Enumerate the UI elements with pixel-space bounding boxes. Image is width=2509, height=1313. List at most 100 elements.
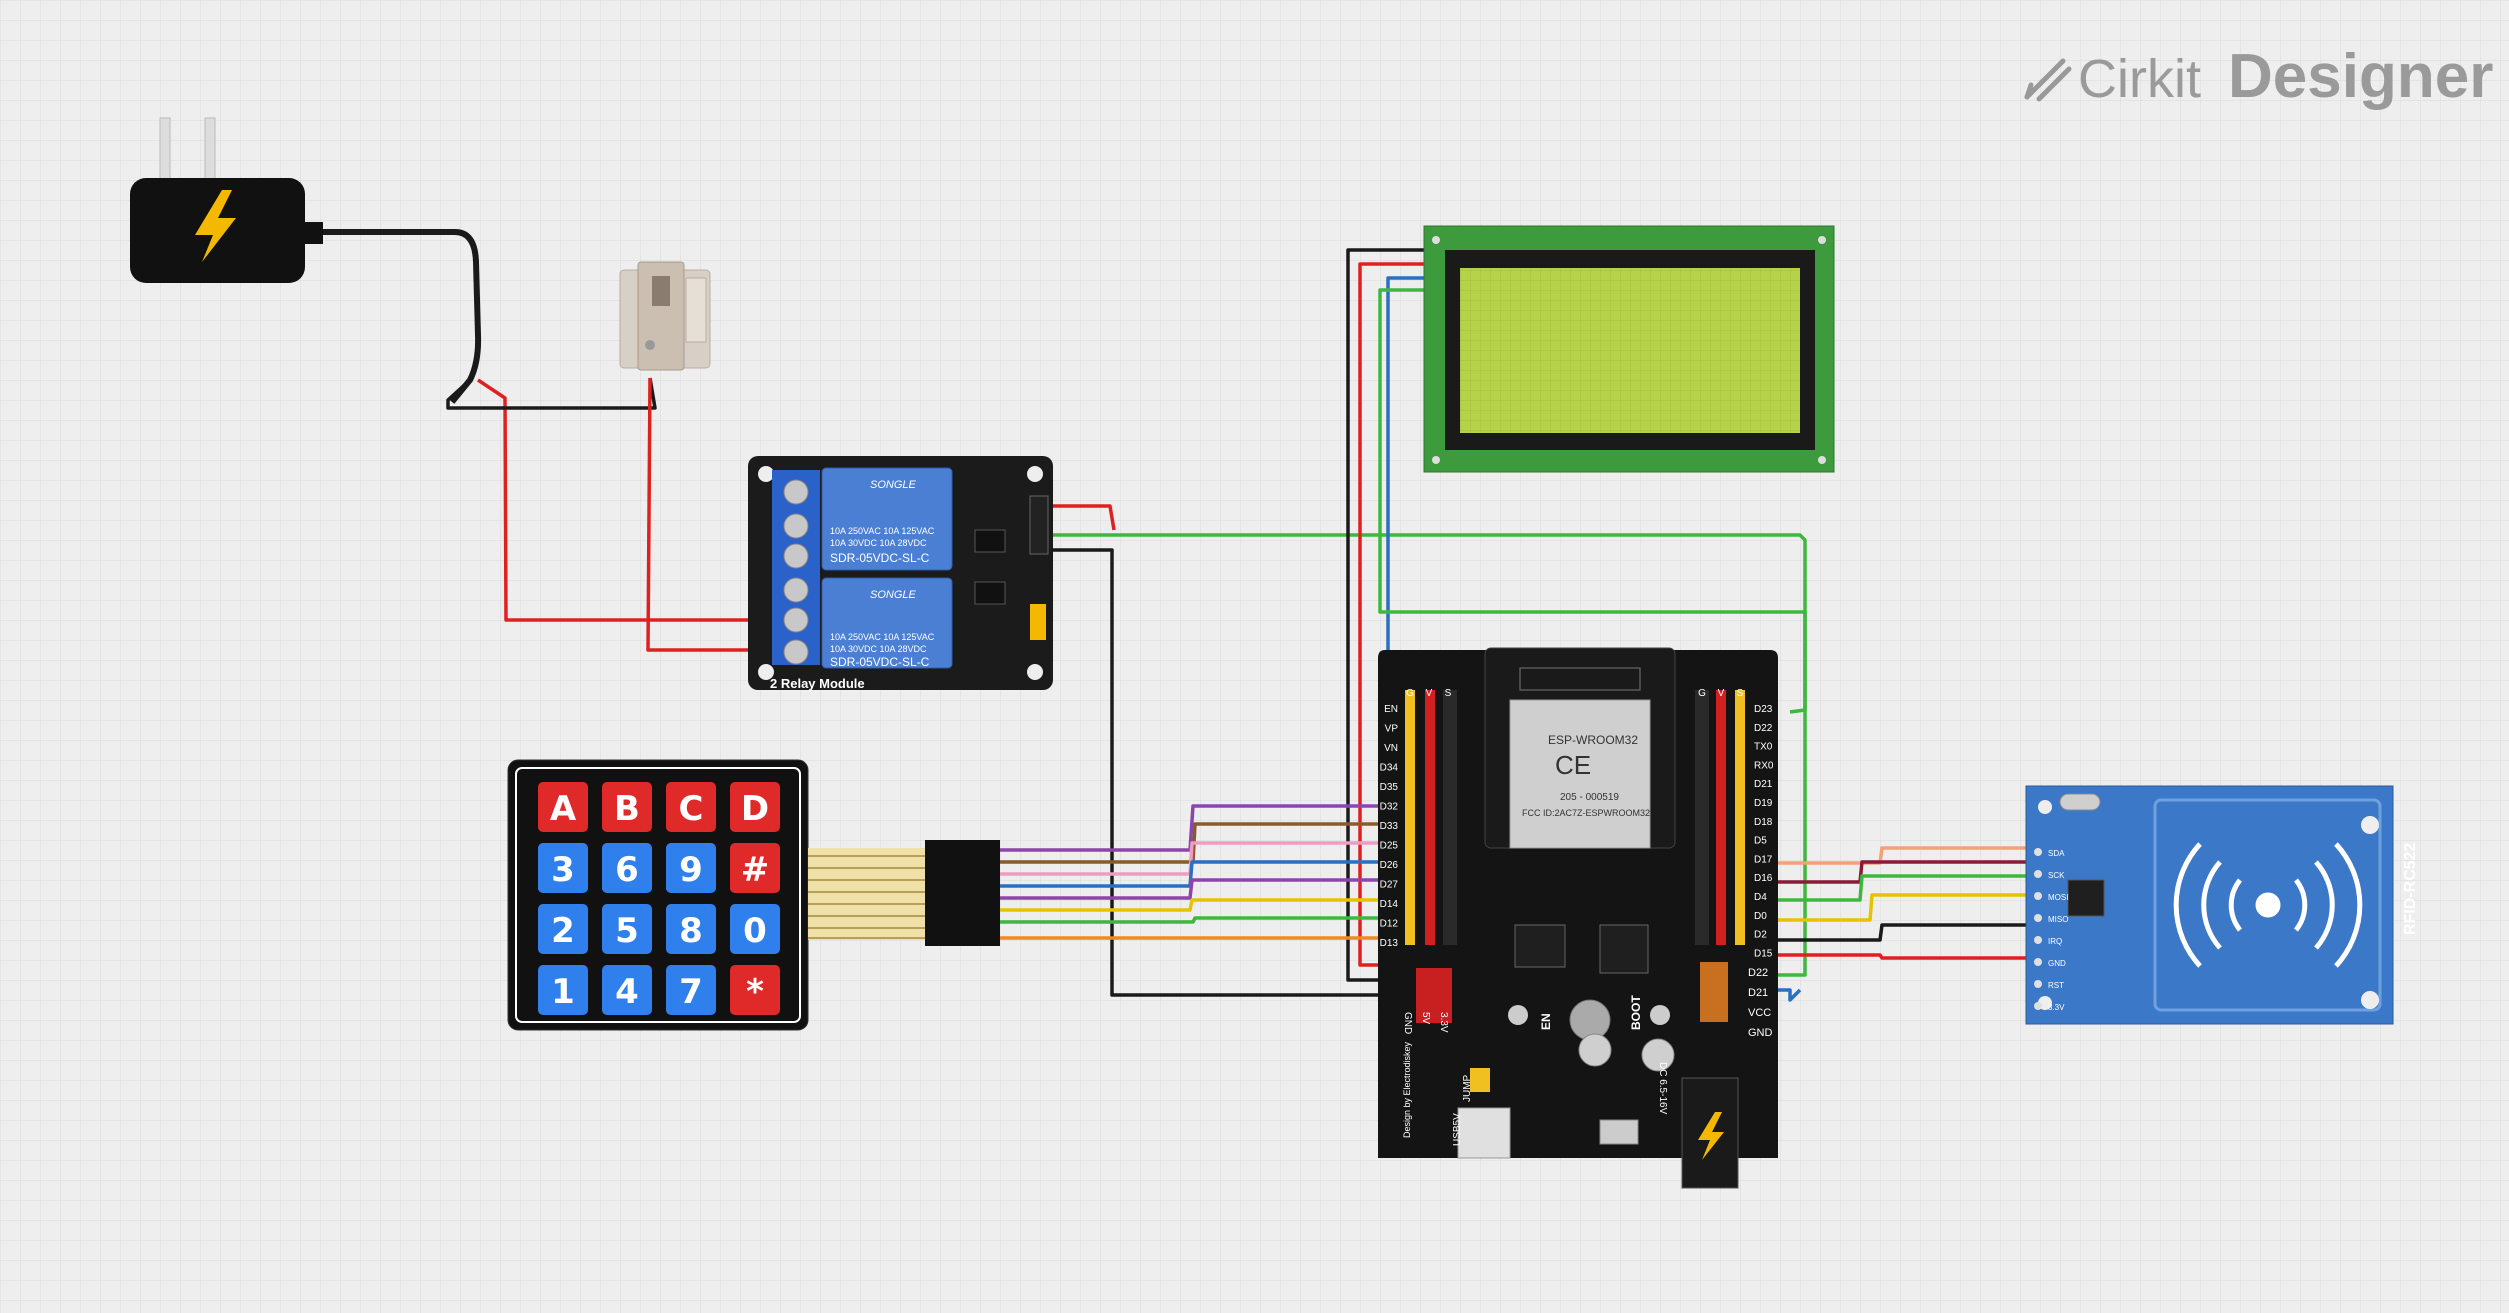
relay-header <box>1029 495 1049 555</box>
esp32-pin-label: D0 <box>1754 911 1767 922</box>
wire-keypad-3-pink[interactable] <box>1000 841 1390 876</box>
rfid-pin[interactable] <box>2034 958 2042 966</box>
keypad-key-label: 9 <box>679 850 703 890</box>
adapter-tail <box>303 222 323 244</box>
keypad-key[interactable] <box>602 843 652 893</box>
esp32-pin-label: D17 <box>1754 854 1773 865</box>
rfid-mount-hole <box>2361 816 2379 834</box>
keypad-key[interactable] <box>538 843 588 893</box>
keypad-key[interactable] <box>730 782 780 832</box>
esp32-antenna <box>1519 667 1641 691</box>
relay-chip <box>974 529 1006 553</box>
esp32-en-button[interactable] <box>1508 1005 1528 1025</box>
wire-rfid-1-salmon[interactable] <box>1745 846 2030 865</box>
esp32-header-label: S <box>1737 688 1744 699</box>
wire-rfid-6-red[interactable] <box>1745 953 2030 960</box>
rfid-pin[interactable] <box>2034 936 2042 944</box>
wire-keypad-5-purple[interactable] <box>1000 878 1390 900</box>
keypad-key-label: # <box>741 850 770 890</box>
rfid-pin[interactable] <box>2034 914 2042 922</box>
relay-2-brand: SONGLE <box>870 589 917 601</box>
esp32-header-label: G <box>1406 688 1414 699</box>
rfid-pin[interactable] <box>2034 980 2042 988</box>
esp32-micro-usb[interactable] <box>1599 1119 1639 1145</box>
esp32-ce-mark: CE <box>1555 750 1591 780</box>
rfid-pin[interactable] <box>2034 848 2042 856</box>
lock-screw-icon <box>645 340 655 350</box>
keypad-key[interactable] <box>666 843 716 893</box>
keypad-key-label: B <box>614 789 640 829</box>
wire-keypad-7-green[interactable] <box>1000 916 1390 924</box>
rfid-pin[interactable] <box>2034 892 2042 900</box>
wire-relay-gnd-black[interactable] <box>1048 548 1410 997</box>
keypad-key[interactable] <box>666 965 716 1015</box>
esp32-chip-main <box>1599 924 1649 974</box>
wire-adapter-red[interactable] <box>477 378 770 622</box>
keypad-key[interactable] <box>730 843 780 893</box>
power-adapter[interactable] <box>130 117 323 283</box>
keypad-key[interactable] <box>538 904 588 954</box>
relay-1-rating-2: 10A 30VDC 10A 28VDC <box>830 538 927 548</box>
relay-module[interactable]: SONGLE 10A 250VAC 10A 125VAC 10A 30VDC 1… <box>748 456 1053 691</box>
header-left-yellow <box>1405 690 1415 945</box>
rfid-pin[interactable] <box>2034 870 2042 878</box>
wire-relay-in-green[interactable] <box>1048 533 1807 714</box>
keypad-frame <box>515 767 801 1023</box>
wire-rfid-3-green[interactable] <box>1745 874 2030 902</box>
relay-mount-hole <box>758 466 774 482</box>
keypad-key[interactable] <box>666 904 716 954</box>
wire-keypad-6-yellow[interactable] <box>1000 898 1390 912</box>
solenoid-lock[interactable] <box>619 261 711 371</box>
esp32-boot-button[interactable] <box>1650 1005 1670 1025</box>
keypad-key[interactable] <box>730 904 780 954</box>
wire-keypad-1-purple[interactable] <box>1000 804 1390 852</box>
esp32-fcc: FCC ID:2AC7Z-ESPWROOM32 <box>1522 808 1650 818</box>
esp32-usb-port[interactable] <box>1457 1107 1511 1159</box>
wire-lcd-scl-green[interactable] <box>1378 288 1807 977</box>
rfid-pin[interactable] <box>2034 1002 2042 1010</box>
rfid-pin-label: IRQ <box>2048 937 2062 946</box>
keypad-key-label: 5 <box>615 911 639 951</box>
esp32-power-label: 3.3V <box>1438 1012 1449 1033</box>
keypad-key-label: 8 <box>679 911 703 951</box>
esp32-pin-label: D18 <box>1754 817 1773 828</box>
keypad-key[interactable] <box>538 965 588 1015</box>
keypad-key-label: 3 <box>551 850 575 890</box>
wire-rfid-4-yellow[interactable] <box>1745 893 2030 922</box>
esp32-reset-knob[interactable] <box>1569 999 1611 1041</box>
wire-rfid-2-maroon[interactable] <box>1745 860 2030 884</box>
adapter-cable[interactable] <box>318 229 482 404</box>
wire-relay-vcc-red[interactable] <box>1048 504 1116 531</box>
esp32-pin-label: D4 <box>1754 892 1767 903</box>
pencil-logo-icon <box>2024 58 2072 102</box>
lcd-display[interactable] <box>1423 225 1835 473</box>
brand-word-designer: Designer <box>2228 42 2493 111</box>
keypad-key[interactable] <box>602 904 652 954</box>
keypad-key[interactable] <box>602 965 652 1015</box>
wire-keypad-4-blue[interactable] <box>1000 860 1390 888</box>
rfid-chip <box>2067 879 2105 917</box>
wire-rfid-5-black[interactable] <box>1745 923 2030 942</box>
keypad-key[interactable] <box>666 782 716 832</box>
relay-2-rating-1: 10A 250VAC 10A 125VAC <box>830 632 935 642</box>
esp32-pin-label: D14 <box>1380 899 1399 910</box>
esp32-board[interactable]: ESP-WROOM32 CE 205 - 000519 FCC ID:2AC7Z… <box>1378 647 1778 1189</box>
esp32-dc-label: DC 6.5-16V <box>1657 1062 1668 1115</box>
wire-adapter-black[interactable] <box>446 377 657 410</box>
esp32-cert: 205 - 000519 <box>1560 792 1619 803</box>
esp32-pin-label: D2 <box>1754 930 1767 941</box>
relay-2-model: SDR-05VDC-SL-C <box>830 655 930 669</box>
keypad-key[interactable] <box>730 965 780 1015</box>
keypad-key[interactable] <box>538 782 588 832</box>
esp32-power-label: GND <box>1402 1012 1413 1034</box>
keypad-key[interactable] <box>602 782 652 832</box>
esp32-i2c-label: VCC <box>1748 1007 1771 1019</box>
wire-lock-red[interactable] <box>646 377 770 652</box>
